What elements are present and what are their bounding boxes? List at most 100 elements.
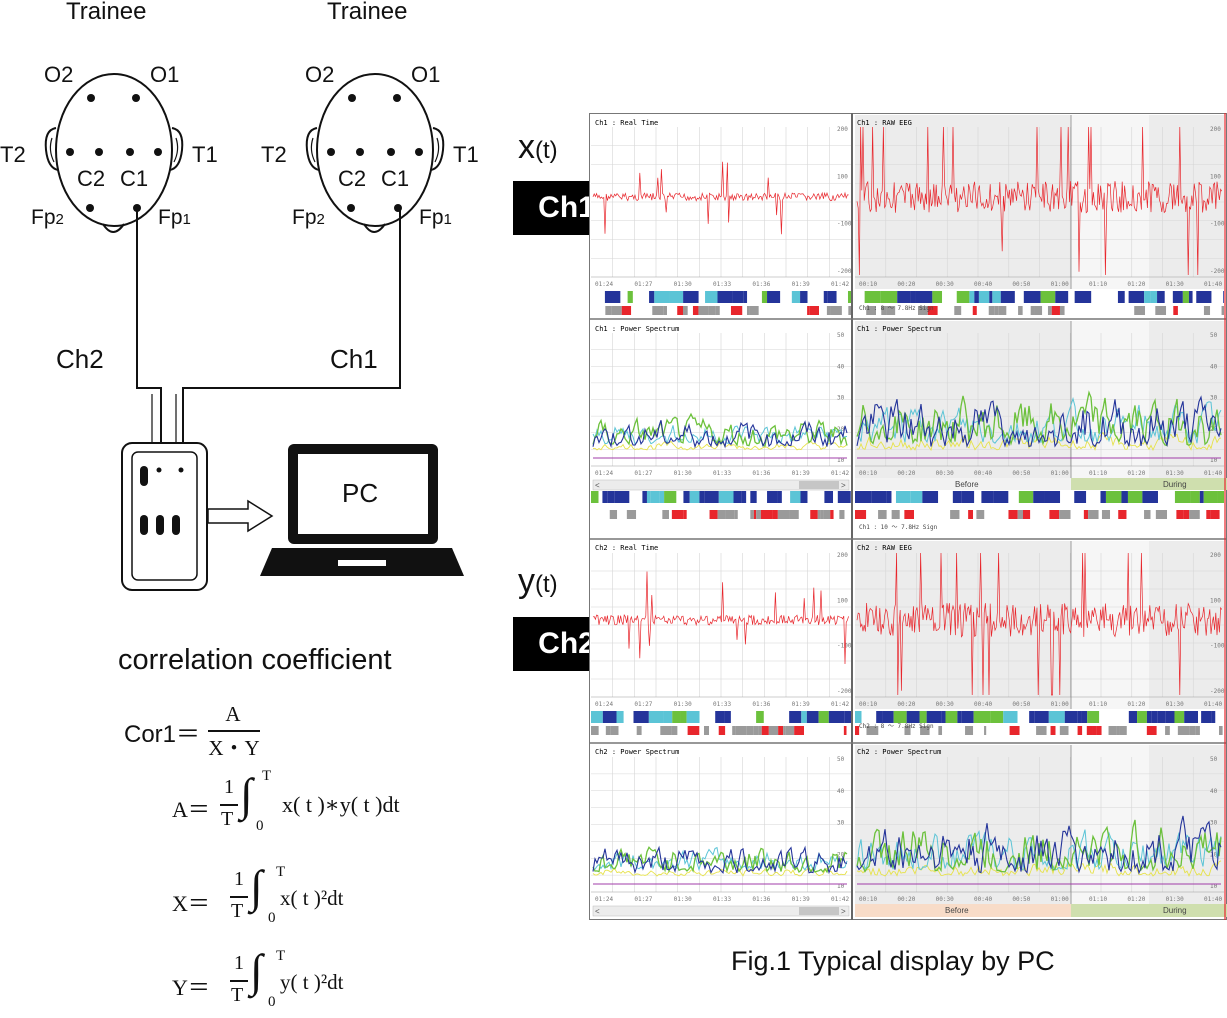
a-body: x( t )∗y( t )dt bbox=[282, 792, 400, 817]
data-arrow bbox=[207, 499, 274, 533]
svg-text:01:10: 01:10 bbox=[1089, 470, 1107, 477]
svg-text:20: 20 bbox=[837, 851, 845, 858]
head-2-c1: C1 bbox=[381, 166, 410, 191]
y-one: 1 bbox=[234, 952, 244, 974]
panel2-right-title: Ch1 : Power Spectrum bbox=[857, 325, 941, 333]
svg-text:00:10: 00:10 bbox=[859, 701, 877, 708]
svg-text:100: 100 bbox=[1210, 173, 1221, 180]
head-2-t2: T2 bbox=[261, 142, 287, 167]
svg-text:01:39: 01:39 bbox=[792, 896, 810, 903]
svg-text:100: 100 bbox=[837, 173, 848, 180]
svg-text:01:27: 01:27 bbox=[634, 470, 652, 477]
svg-text:01:36: 01:36 bbox=[752, 470, 770, 477]
svg-text:01:42: 01:42 bbox=[831, 281, 849, 288]
scroll-right-arrow-icon[interactable]: > bbox=[841, 481, 846, 490]
svg-text:100: 100 bbox=[1210, 597, 1221, 604]
svg-text:40: 40 bbox=[1210, 788, 1218, 795]
head-1 bbox=[44, 73, 184, 233]
svg-text:01:10: 01:10 bbox=[1089, 896, 1107, 903]
svg-text:01:36: 01:36 bbox=[752, 701, 770, 708]
svg-text:01:42: 01:42 bbox=[831, 701, 849, 708]
x-lhs: X＝ bbox=[172, 891, 210, 916]
eeg-device bbox=[121, 442, 208, 591]
scrollbar-top[interactable] bbox=[592, 479, 850, 491]
svg-text:01:00: 01:00 bbox=[1051, 701, 1069, 708]
a-lower-limit: 0 bbox=[256, 818, 264, 834]
a-upper-limit: T bbox=[262, 768, 272, 784]
svg-text:10: 10 bbox=[837, 883, 845, 890]
svg-text:01:10: 01:10 bbox=[1089, 701, 1107, 708]
panel3-left-title: Ch2 : Real Time bbox=[595, 544, 658, 552]
svg-text:200: 200 bbox=[837, 552, 848, 559]
svg-text:01:40: 01:40 bbox=[1204, 701, 1222, 708]
scroll-right-arrow-icon-2[interactable]: > bbox=[841, 907, 846, 916]
y-upper-limit: T bbox=[276, 948, 286, 964]
panel4-left-title: Ch2 : Power Spectrum bbox=[595, 748, 679, 756]
svg-text:01:30: 01:30 bbox=[674, 281, 692, 288]
scroll-left-arrow-icon[interactable]: < bbox=[595, 481, 600, 490]
x-signal-label: x(t) bbox=[518, 128, 558, 166]
svg-text:01:00: 01:00 bbox=[1051, 470, 1069, 477]
svg-text:01:00: 01:00 bbox=[1051, 281, 1069, 288]
svg-text:01:20: 01:20 bbox=[1127, 470, 1145, 477]
head-1-c2: C2 bbox=[77, 166, 106, 191]
wire-label-ch2: Ch2 bbox=[56, 344, 104, 374]
head-1-o2: O2 bbox=[44, 62, 74, 87]
svg-text:01:33: 01:33 bbox=[713, 701, 731, 708]
svg-text:01:10: 01:10 bbox=[1089, 281, 1107, 288]
svg-text:100: 100 bbox=[837, 597, 848, 604]
head-2-t1: T1 bbox=[453, 142, 479, 167]
svg-text:50: 50 bbox=[1210, 332, 1218, 339]
x-T-den: T bbox=[231, 900, 244, 922]
y-signal-label: y(t) bbox=[518, 562, 558, 600]
head-1-title: Trainee bbox=[66, 0, 147, 25]
svg-text:01:24: 01:24 bbox=[595, 896, 613, 903]
svg-text:00:10: 00:10 bbox=[859, 896, 877, 903]
panel1-right-title: Ch1 : RAW EEG bbox=[857, 119, 912, 127]
svg-text:01:24: 01:24 bbox=[595, 701, 613, 708]
a-T-den: T bbox=[221, 808, 234, 830]
svg-text:01:24: 01:24 bbox=[595, 281, 613, 288]
svg-text:00:30: 00:30 bbox=[936, 701, 954, 708]
svg-text:-200: -200 bbox=[837, 688, 852, 695]
svg-text:00:20: 00:20 bbox=[897, 896, 915, 903]
scrollbar-bottom[interactable] bbox=[592, 905, 850, 917]
panel2-left-title: Ch1 : Power Spectrum bbox=[595, 325, 679, 333]
y-lhs: Y＝ bbox=[172, 975, 210, 1000]
band-caption-3: Ch2 : 8 ～ 7.8Hz Sign bbox=[859, 723, 934, 730]
head-1-t2: T2 bbox=[0, 142, 26, 167]
svg-text:01:42: 01:42 bbox=[831, 470, 849, 477]
svg-text:01:20: 01:20 bbox=[1127, 896, 1145, 903]
svg-text:00:20: 00:20 bbox=[897, 470, 915, 477]
head-2-o1: O1 bbox=[411, 62, 441, 87]
svg-text:00:50: 00:50 bbox=[1012, 701, 1030, 708]
during-label-top: During bbox=[1163, 480, 1187, 489]
a-fraction-bar bbox=[220, 804, 238, 806]
x-body: x( t )²dt bbox=[280, 886, 344, 910]
head-1-fp2: Fp2 bbox=[31, 206, 64, 229]
panel4-right-title: Ch2 : Power Spectrum bbox=[857, 748, 941, 756]
svg-text:01:20: 01:20 bbox=[1127, 281, 1145, 288]
svg-text:50: 50 bbox=[1210, 756, 1218, 763]
svg-text:-200: -200 bbox=[1210, 268, 1225, 275]
head-2-fp1: Fp1 bbox=[419, 206, 452, 229]
svg-text:30: 30 bbox=[1210, 820, 1218, 827]
x-lower-limit: 0 bbox=[268, 910, 276, 926]
svg-text:00:50: 00:50 bbox=[1012, 281, 1030, 288]
pc-label: PC bbox=[342, 478, 379, 508]
svg-text:00:10: 00:10 bbox=[859, 470, 877, 477]
cor-numerator: A bbox=[225, 702, 241, 726]
x-integral-sign: ∫ bbox=[250, 861, 263, 912]
svg-text:-100: -100 bbox=[1210, 643, 1225, 650]
setup-diagram bbox=[44, 73, 464, 591]
svg-text:01:40: 01:40 bbox=[1204, 470, 1222, 477]
svg-text:01:30: 01:30 bbox=[674, 470, 692, 477]
head-2-o2: O2 bbox=[305, 62, 335, 87]
wire-label-ch1: Ch1 bbox=[330, 344, 378, 374]
svg-text:01:30: 01:30 bbox=[674, 701, 692, 708]
svg-text:01:42: 01:42 bbox=[831, 896, 849, 903]
svg-text:01:30: 01:30 bbox=[1166, 701, 1184, 708]
y-T-den: T bbox=[231, 984, 244, 1006]
svg-text:00:20: 00:20 bbox=[897, 281, 915, 288]
scroll-left-arrow-icon-2[interactable]: < bbox=[595, 907, 600, 916]
